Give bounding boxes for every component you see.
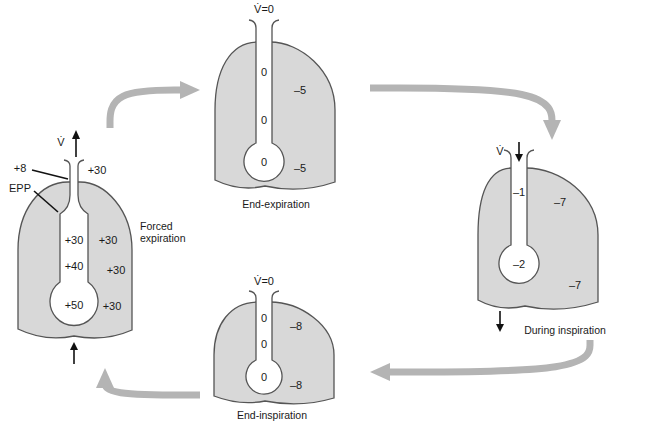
pressure-value: +30 (99, 234, 118, 247)
airway (244, 20, 284, 181)
lung-body (478, 168, 598, 309)
pressure-value: 0 (261, 156, 267, 169)
phase-caption: Forced expiration (140, 220, 198, 244)
airway (246, 291, 282, 394)
phase-caption: End-expiration (242, 198, 310, 210)
pressure-value: –5 (294, 84, 306, 97)
pressure-value: –8 (290, 320, 302, 333)
cycle-arrow (383, 340, 590, 372)
pressure-value: –7 (569, 279, 581, 292)
lung-diagram: V̇=0 0 –5 0 0 –5End-expiration (200, 0, 370, 216)
lung-diagram: V̇ –1 –7 –2 –7During inspiration (470, 140, 645, 340)
airway (50, 160, 98, 325)
flow-arrow-head (515, 154, 523, 162)
pressure-value: –1 (513, 186, 525, 199)
flow-arrow-head (72, 130, 80, 139)
pressure-value: EPP (9, 182, 31, 195)
pressure-value: +8 (14, 162, 27, 175)
pressure-value: 0 (261, 312, 267, 325)
pressure-value: +30 (107, 264, 126, 277)
pressure-value: –8 (290, 379, 302, 392)
lung-outline (470, 140, 645, 340)
flow-arrow-head (70, 342, 78, 350)
lung-diagram: V̇+8+30EPP+30+30+40+30+50+30Forced expir… (8, 128, 198, 368)
pressure-value: V̇=0 (254, 275, 274, 288)
pressure-value: +50 (65, 299, 84, 312)
pressure-value: +30 (88, 164, 107, 177)
airway (499, 150, 539, 283)
leader-line (518, 142, 520, 155)
leader-line (34, 191, 58, 212)
pressure-value: V̇=0 (254, 3, 274, 16)
leader-line (32, 170, 68, 179)
pressure-value: 0 (261, 371, 267, 384)
phase-caption: End-inspiration (237, 409, 307, 421)
phase-caption: During inspiration (524, 324, 606, 336)
cycle-arrow (370, 88, 552, 127)
leader-line (73, 349, 75, 364)
leader-line (499, 311, 501, 325)
cycle-arrow (110, 90, 187, 128)
pressure-value: 0 (261, 114, 267, 127)
pressure-value: +30 (103, 300, 122, 313)
leader-line (75, 138, 77, 157)
pressure-value: –7 (554, 196, 566, 209)
pressure-value: +30 (65, 234, 84, 247)
pressure-value: V̇ (496, 145, 503, 158)
pressure-value: +40 (65, 260, 84, 273)
pressure-value: 0 (261, 66, 267, 79)
pressure-value: 0 (261, 338, 267, 351)
pressure-value: –5 (294, 162, 306, 175)
cycle-arrow (105, 381, 200, 395)
lung-diagram: V̇=0 0 –8 0 0 –8End-inspiration (200, 272, 370, 426)
lung-outline (200, 0, 370, 216)
pressure-value: –2 (513, 258, 525, 271)
flow-arrow-head (496, 324, 504, 332)
lung-outline (200, 272, 370, 426)
pressure-value: V̇ (57, 136, 64, 149)
